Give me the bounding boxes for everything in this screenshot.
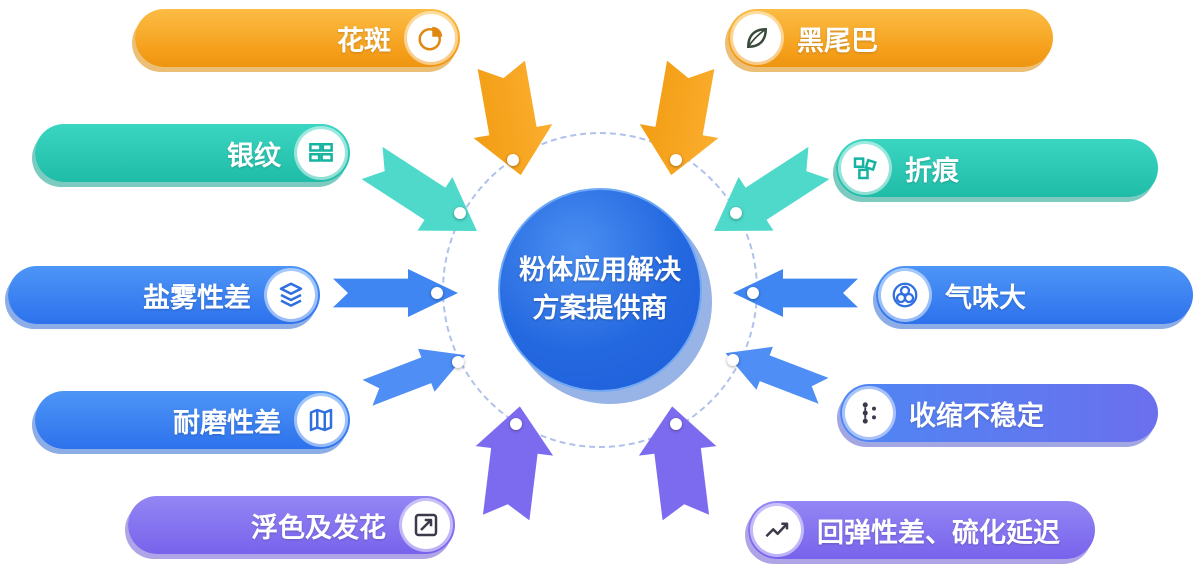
pill-zhe-hen: 折痕 — [836, 139, 1158, 197]
pill-label: 银纹 — [227, 140, 281, 171]
pill-label: 气味大 — [945, 282, 1026, 313]
orbit-dot — [431, 287, 443, 299]
center-title-line1: 粉体应用解决 — [519, 255, 681, 286]
pill-label: 黑尾巴 — [797, 25, 878, 56]
pill-label: 折痕 — [905, 155, 959, 186]
pill-yan-wu-xing-cha: 盐雾性差 — [8, 266, 320, 324]
orbit-dot — [670, 418, 682, 430]
pill-shou-suo-bu-wen-ding: 收缩不稳定 — [840, 384, 1158, 442]
pill-yin-wen: 银纹 — [35, 124, 350, 182]
pill-hei-wei-ba: 黑尾巴 — [728, 9, 1053, 67]
pill-fu-se-ji-fa-hua: 浮色及发花 — [128, 496, 455, 554]
dots-branch-icon — [845, 389, 893, 437]
pill-label: 收缩不稳定 — [909, 400, 1044, 431]
orbit-dot — [727, 354, 739, 366]
trend-line-icon — [753, 506, 801, 554]
pill-label: 花斑 — [337, 25, 391, 56]
pill-hua-ban: 花斑 — [135, 9, 460, 67]
pill-label: 盐雾性差 — [143, 282, 251, 313]
orbit-dot — [454, 207, 466, 219]
map-icon — [297, 396, 345, 444]
pill-nai-mo-xing-cha: 耐磨性差 — [35, 391, 350, 449]
center-title-line2: 方案提供商 — [532, 293, 668, 323]
pill-hui-tan-xing-cha: 回弹性差、硫化延迟 — [748, 501, 1095, 559]
puzzle-icon — [841, 144, 889, 192]
bricks-icon — [297, 129, 345, 177]
orbit-dot — [507, 154, 519, 166]
leaf-icon — [733, 14, 781, 62]
layers-icon — [267, 271, 315, 319]
center-circle: 粉体应用解决 方案提供商 — [498, 188, 702, 392]
orbit-dot — [670, 154, 682, 166]
pill-label: 浮色及发花 — [251, 512, 386, 543]
orbit-dot — [747, 287, 759, 299]
pill-label: 回弹性差、硫化延迟 — [817, 517, 1060, 548]
pie-chart-icon — [407, 14, 455, 62]
arrow-up-box-icon — [402, 501, 450, 549]
orbit-dot — [452, 356, 464, 368]
orbit-dot — [510, 418, 522, 430]
rings-icon — [881, 271, 929, 319]
orbit-dot — [730, 207, 742, 219]
pill-qi-wei-da: 气味大 — [876, 266, 1193, 324]
pill-label: 耐磨性差 — [173, 407, 281, 438]
